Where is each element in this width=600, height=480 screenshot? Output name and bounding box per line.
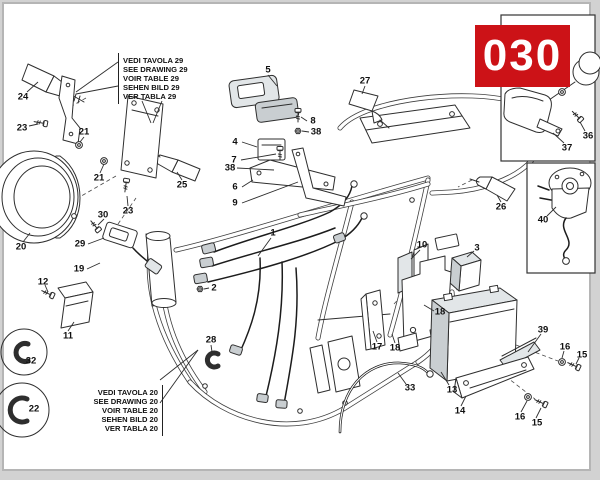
part-label-3: 3 xyxy=(474,242,480,254)
part-label-22: 22 xyxy=(28,403,40,415)
cdi-unit-drawing xyxy=(57,281,94,329)
battery-drawing xyxy=(429,284,518,382)
part-label-38: 38 xyxy=(310,126,322,138)
headlight-drawing xyxy=(0,150,81,244)
part-label-19: 19 xyxy=(73,263,85,275)
note-line: SEHEN BILD 20 xyxy=(101,415,158,424)
note-line: VOIR TABLE 20 xyxy=(102,406,158,415)
part-label-37: 37 xyxy=(561,142,573,154)
part-label-7: 7 xyxy=(231,154,237,166)
part-label-4: 4 xyxy=(232,136,238,148)
part-label-24: 24 xyxy=(17,91,29,103)
part-label-30: 30 xyxy=(97,209,109,221)
leader-lines xyxy=(22,74,586,419)
note-line: SEE DRAWING 20 xyxy=(93,397,158,406)
part-label-29: 29 xyxy=(74,238,86,250)
part-label-6: 6 xyxy=(232,181,238,193)
part-label-18: 18 xyxy=(389,342,401,354)
part-label-23: 23 xyxy=(122,205,134,217)
note-see-drawing-20: VEDI TAVOLA 20 SEE DRAWING 20 VOIR TABLE… xyxy=(82,385,163,436)
table-number-badge: 030 xyxy=(475,25,570,87)
note-line: VOIR TABLE 29 xyxy=(123,74,179,83)
part-label-28: 28 xyxy=(205,334,217,346)
relay-3-drawing xyxy=(449,251,482,292)
part-label-27: 27 xyxy=(359,75,371,87)
ground-cable-drawing xyxy=(338,361,434,434)
part-label-15: 15 xyxy=(531,417,543,429)
part-label-26: 26 xyxy=(495,201,507,213)
turn-signal-27-drawing xyxy=(348,89,390,129)
wiring-harness-drawing xyxy=(193,180,368,409)
note-line: VER TABLA 29 xyxy=(123,92,177,101)
note-callout-lines xyxy=(75,61,199,404)
note-see-drawing-29: VEDI TAVOLA 29 SEE DRAWING 29 VOIR TABLE… xyxy=(118,53,188,104)
note-line: SEE DRAWING 29 xyxy=(123,65,188,74)
part-label-12: 12 xyxy=(37,276,49,288)
part-label-33: 33 xyxy=(404,382,416,394)
part-label-10: 10 xyxy=(416,239,428,251)
part-label-21: 21 xyxy=(93,172,105,184)
part-label-14: 14 xyxy=(454,405,466,417)
ignition-coil-drawing xyxy=(102,221,163,275)
note-line: SEHEN BILD 29 xyxy=(123,83,180,92)
signal-bracket-drawing xyxy=(58,75,81,145)
part-label-8: 8 xyxy=(310,115,316,127)
part-label-36: 36 xyxy=(582,130,594,142)
part-label-17: 17 xyxy=(371,341,383,353)
detail-circle-32 xyxy=(0,328,48,376)
part-label-16: 16 xyxy=(514,411,526,423)
headlight-bracket-drawing xyxy=(120,95,164,179)
bracket-9-drawing xyxy=(291,147,347,207)
part-label-13: 13 xyxy=(446,384,458,396)
part-label-38: 38 xyxy=(224,162,236,174)
part-label-25: 25 xyxy=(176,179,188,191)
part-label-40: 40 xyxy=(537,214,549,226)
part-label-32: 32 xyxy=(25,355,37,367)
part-label-1: 1 xyxy=(270,227,276,239)
detail-circle-22 xyxy=(0,382,50,438)
battery-mount-bracket-drawing xyxy=(453,356,535,399)
part-label-2: 2 xyxy=(211,282,217,294)
part-label-23: 23 xyxy=(16,122,28,134)
turn-signal-26-drawing xyxy=(469,176,516,202)
part-label-11: 11 xyxy=(62,330,74,342)
part-label-16: 16 xyxy=(559,341,571,353)
ecu-drawing xyxy=(228,74,300,123)
bracket-6-drawing xyxy=(249,159,336,191)
part-label-15: 15 xyxy=(576,349,588,361)
note-line: VEDI TAVOLA 20 xyxy=(97,388,158,397)
note-line: VEDI TAVOLA 29 xyxy=(123,56,184,65)
note-line: VER TABLA 20 xyxy=(104,424,158,433)
inset-box-bottom xyxy=(526,162,596,274)
part-label-39: 39 xyxy=(537,324,549,336)
part-label-5: 5 xyxy=(265,64,271,76)
battery-bracket-17-drawing xyxy=(360,289,386,351)
part-label-9: 9 xyxy=(232,197,238,209)
clip-28-drawing xyxy=(204,350,221,370)
part-label-21: 21 xyxy=(78,126,90,138)
part-label-20: 20 xyxy=(15,241,27,253)
part-label-18: 18 xyxy=(434,306,446,318)
